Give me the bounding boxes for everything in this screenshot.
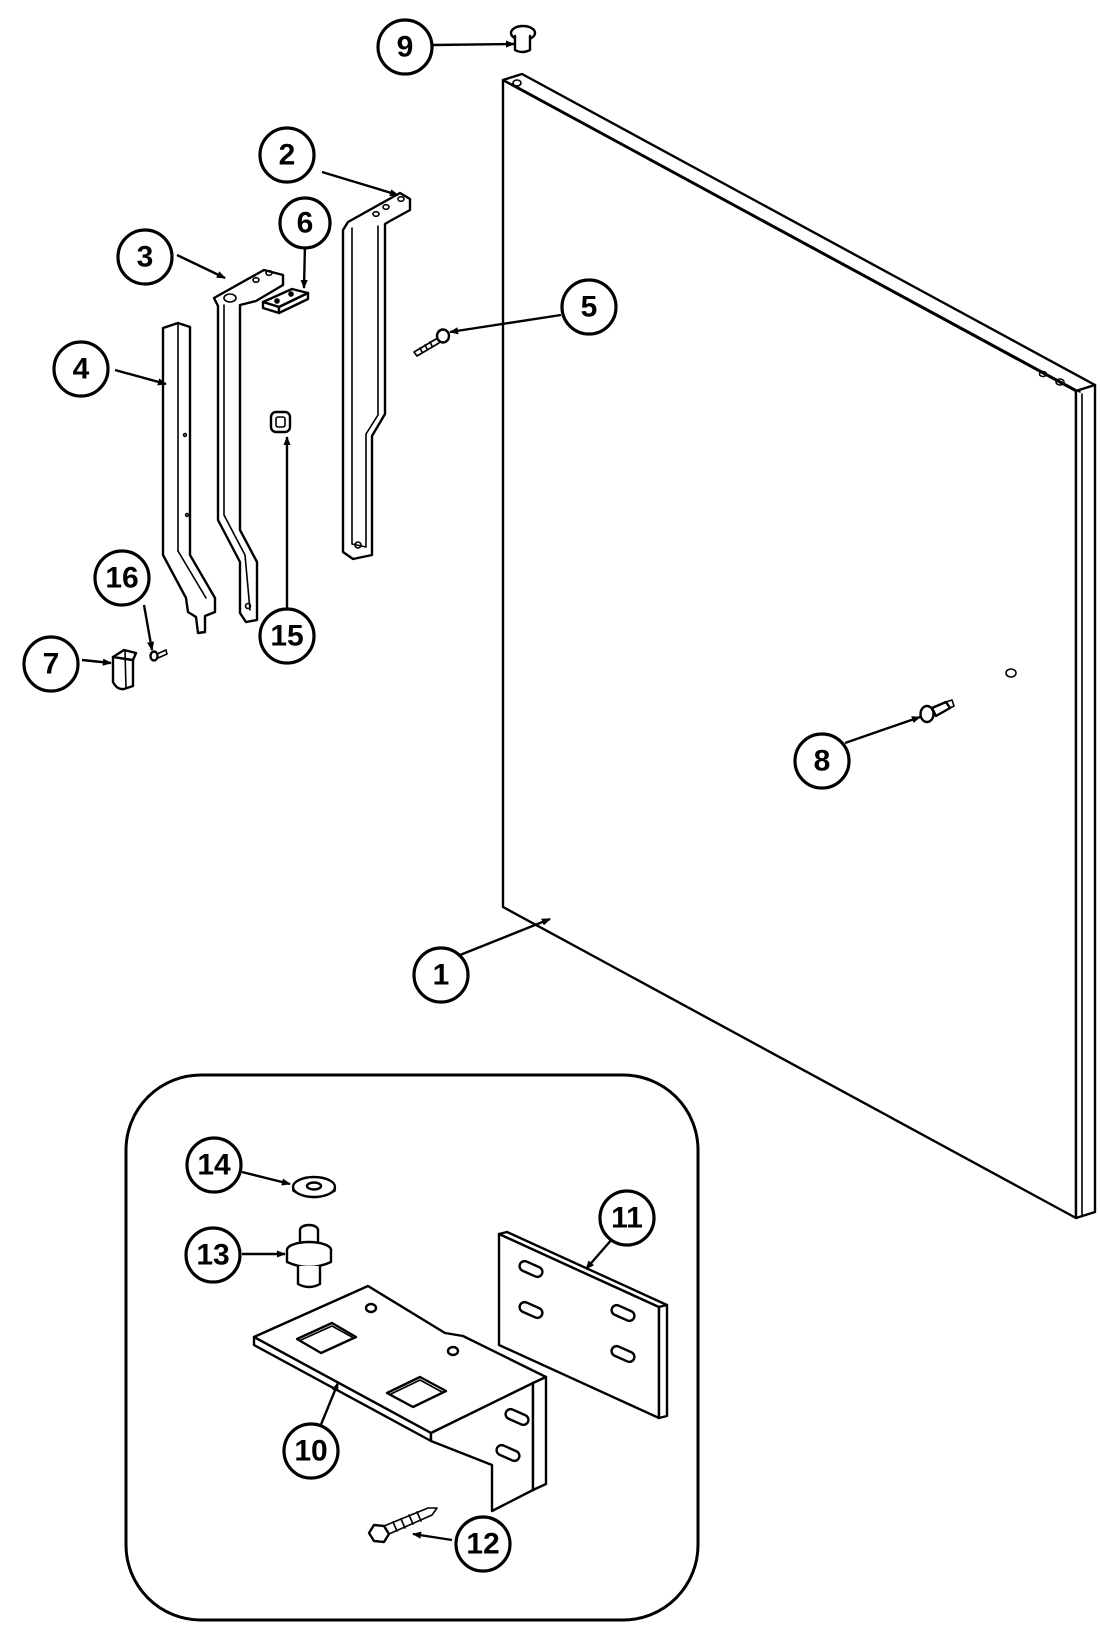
washer-14-part	[291, 1175, 337, 1199]
callout-9: 9	[376, 18, 434, 76]
hinge-10-part	[252, 1284, 548, 1513]
callout-9-label: 9	[397, 31, 414, 64]
callout-10-label: 10	[294, 1435, 327, 1468]
bracket-2-part	[341, 191, 412, 561]
callout-16: 16	[93, 549, 151, 607]
callout-14-label: 14	[197, 1149, 231, 1182]
callout-2-label: 2	[279, 139, 296, 172]
leader-4	[114, 368, 167, 386]
leader-10	[318, 1382, 340, 1428]
callout-6-label: 6	[297, 207, 314, 240]
cap-7-part	[111, 648, 138, 691]
callout-7-label: 7	[43, 648, 60, 681]
callout-15: 15	[258, 607, 316, 665]
leader-2	[321, 170, 399, 197]
leader-16	[142, 604, 155, 651]
callout-13-label: 13	[196, 1239, 229, 1272]
callout-4-label: 4	[73, 353, 90, 386]
screw-16-part	[149, 649, 168, 662]
stop-pin-8-part	[919, 699, 955, 724]
leader-12	[412, 1531, 453, 1542]
leader-9	[432, 40, 515, 48]
callout-10: 10	[282, 1422, 340, 1480]
callout-2: 2	[258, 126, 316, 184]
callout-12-label: 12	[466, 1528, 499, 1561]
callout-5: 5	[560, 278, 618, 336]
bracket-3-part	[212, 268, 285, 624]
callout-12: 12	[454, 1515, 512, 1573]
callout-11-label: 11	[611, 1202, 643, 1235]
callout-8: 8	[793, 732, 851, 790]
callout-11: 11	[598, 1189, 656, 1247]
callout-13: 13	[184, 1226, 242, 1284]
shim-plate-11-part	[497, 1230, 669, 1420]
bushing-15-part	[269, 410, 292, 434]
hinge-pin-13-part	[285, 1223, 333, 1289]
callout-15-label: 15	[270, 620, 303, 653]
callout-1-label: 1	[433, 959, 450, 992]
detail-inset-frame	[124, 1073, 700, 1622]
leader-1	[454, 917, 551, 959]
callout-16-label: 16	[105, 562, 138, 595]
callout-7: 7	[22, 635, 80, 693]
shim-6-part	[261, 287, 310, 315]
leader-8	[844, 715, 921, 745]
screw-5-part	[413, 328, 451, 357]
callout-8-label: 8	[814, 745, 831, 778]
callout-4: 4	[52, 340, 110, 398]
leader-7	[81, 658, 112, 666]
callout-6: 6	[278, 196, 332, 250]
callout-1: 1	[412, 946, 470, 1004]
leader-5	[449, 313, 562, 335]
door-panel-part	[501, 72, 1097, 1220]
callout-14: 14	[185, 1136, 243, 1194]
leader-11	[585, 1237, 614, 1270]
callout-3: 3	[116, 228, 174, 286]
leader-6	[300, 243, 308, 289]
screw-12-part	[367, 1507, 438, 1544]
leader-3	[176, 253, 226, 280]
callout-5-label: 5	[581, 291, 598, 324]
bracket-4-part	[161, 321, 217, 635]
leader-lines	[81, 40, 921, 1542]
plug-9-part	[509, 24, 537, 54]
callout-3-label: 3	[137, 241, 154, 274]
leader-14	[241, 1170, 291, 1186]
